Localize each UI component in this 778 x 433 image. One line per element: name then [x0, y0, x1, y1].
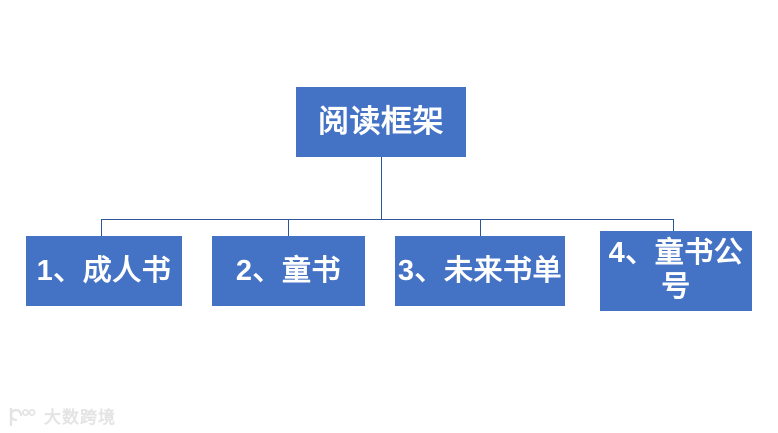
connector-drop-child-4: [673, 219, 674, 232]
node-child-2[interactable]: 2、童书: [212, 236, 365, 306]
watermark-text: 大数跨境: [44, 407, 116, 427]
node-child-1[interactable]: 1、成人书: [26, 236, 182, 306]
connector-horizontal-bus: [101, 219, 674, 220]
node-root-label: 阅读框架: [318, 103, 444, 139]
node-child-4[interactable]: 4、童书公号: [600, 231, 752, 311]
node-child-1-label: 1、成人书: [36, 254, 172, 287]
connector-root-stem: [381, 157, 382, 219]
connector-drop-child-2: [288, 219, 289, 237]
connector-drop-child-1: [101, 219, 102, 237]
node-child-2-label: 2、童书: [235, 254, 342, 287]
node-child-4-label: 4、童书公号: [608, 237, 744, 303]
logo-icon: [8, 407, 38, 427]
node-child-3-label: 3、未来书单: [397, 254, 563, 287]
connector-drop-child-3: [480, 219, 481, 237]
node-child-3[interactable]: 3、未来书单: [395, 236, 565, 306]
watermark: 大数跨境: [8, 407, 116, 427]
node-root[interactable]: 阅读框架: [296, 87, 466, 157]
